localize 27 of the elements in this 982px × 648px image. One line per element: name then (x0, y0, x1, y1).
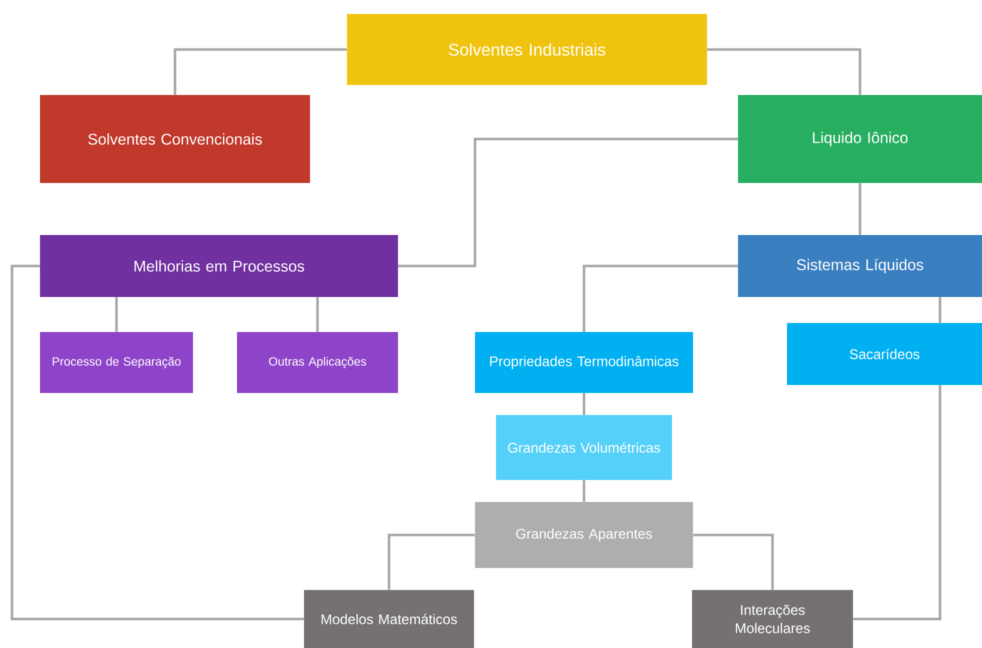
subtopic-box: Outras Aplicações (237, 332, 398, 393)
connector-line (858, 183, 862, 235)
category-box: Solventes Convencionais (40, 95, 310, 183)
title-box: Solventes Industriais (347, 14, 707, 85)
topic-box: Melhorias em Processos (40, 235, 398, 297)
category-box: Liquido Iônico (738, 95, 982, 183)
connector-line (582, 264, 738, 332)
connector-line (938, 297, 942, 323)
subtopic-box: Grandezas Volumétricas (496, 415, 672, 480)
connector-line (582, 480, 586, 502)
subtopic-box: Grandezas Aparentes (475, 502, 693, 568)
topic-box: Sistemas Líquidos (738, 235, 982, 297)
subtopic-box: Propriedades Termodinâmicas (475, 332, 693, 393)
connector-line (853, 385, 942, 620)
connector-line (316, 297, 319, 332)
connector-line (707, 48, 862, 95)
subtopic-box: Interações Moleculares (692, 590, 853, 648)
subtopic-box: Modelos Matemáticos (304, 590, 474, 648)
connector-line (174, 48, 347, 95)
subtopic-box: Processo de Separação (40, 332, 193, 393)
connector-line (398, 138, 738, 268)
connector-line (388, 534, 475, 590)
subtopic-box: Sacarídeos (787, 323, 982, 385)
connector-line (693, 534, 774, 590)
connector-line (10, 264, 304, 620)
connector-line (115, 297, 118, 332)
connector-line (582, 393, 586, 415)
